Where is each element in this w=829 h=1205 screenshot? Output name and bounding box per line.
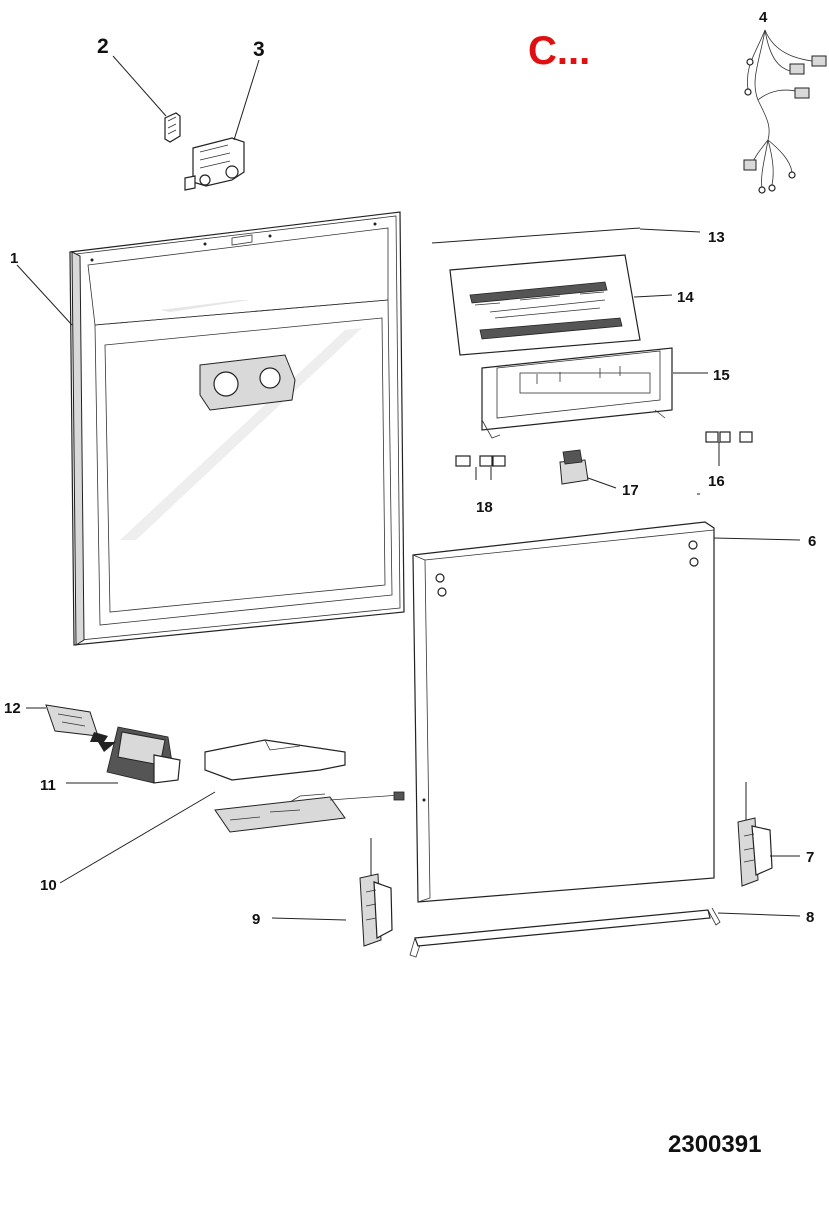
- label-part-2: 2: [97, 35, 109, 58]
- part-10-drawing: [59, 739, 405, 884]
- label-part-14: 14: [677, 289, 694, 306]
- label-part-9: 9: [252, 911, 260, 928]
- part-7-drawing: [737, 782, 800, 887]
- label-part-11: 11: [40, 777, 56, 794]
- part-15-drawing: [481, 347, 708, 439]
- part-16-drawing: [697, 431, 753, 495]
- label-part-12: 12: [4, 700, 21, 717]
- label-part-16: 16: [708, 473, 725, 490]
- part-3-drawing: [184, 59, 260, 191]
- part-12-drawing: [26, 704, 116, 752]
- part-9-drawing: [271, 838, 393, 947]
- part-1-drawing: [16, 211, 405, 646]
- document-number: 2300391: [668, 1131, 761, 1158]
- section-code: C...: [528, 29, 590, 73]
- part-11-drawing: [66, 726, 181, 784]
- label-part-7: 7: [806, 849, 814, 866]
- label-part-1: 1: [10, 250, 18, 267]
- label-part-17: 17: [622, 482, 639, 499]
- label-part-10: 10: [40, 877, 57, 894]
- part-2-drawing: [112, 55, 181, 143]
- label-part-3: 3: [253, 38, 265, 61]
- part-17-drawing: [559, 449, 617, 489]
- part-6-drawing: [412, 521, 801, 903]
- part-14-drawing: [449, 254, 673, 356]
- part-18-drawing: [455, 455, 506, 480]
- label-part-15: 15: [713, 367, 730, 384]
- label-part-13: 13: [708, 229, 725, 246]
- label-part-8: 8: [806, 909, 814, 926]
- label-part-18: 18: [476, 499, 493, 516]
- part-8-drawing: [409, 907, 801, 958]
- label-part-4: 4: [759, 9, 768, 26]
- part-4-drawing: [743, 29, 827, 194]
- label-part-6: 6: [808, 533, 816, 550]
- part-13-drawing: [431, 227, 701, 244]
